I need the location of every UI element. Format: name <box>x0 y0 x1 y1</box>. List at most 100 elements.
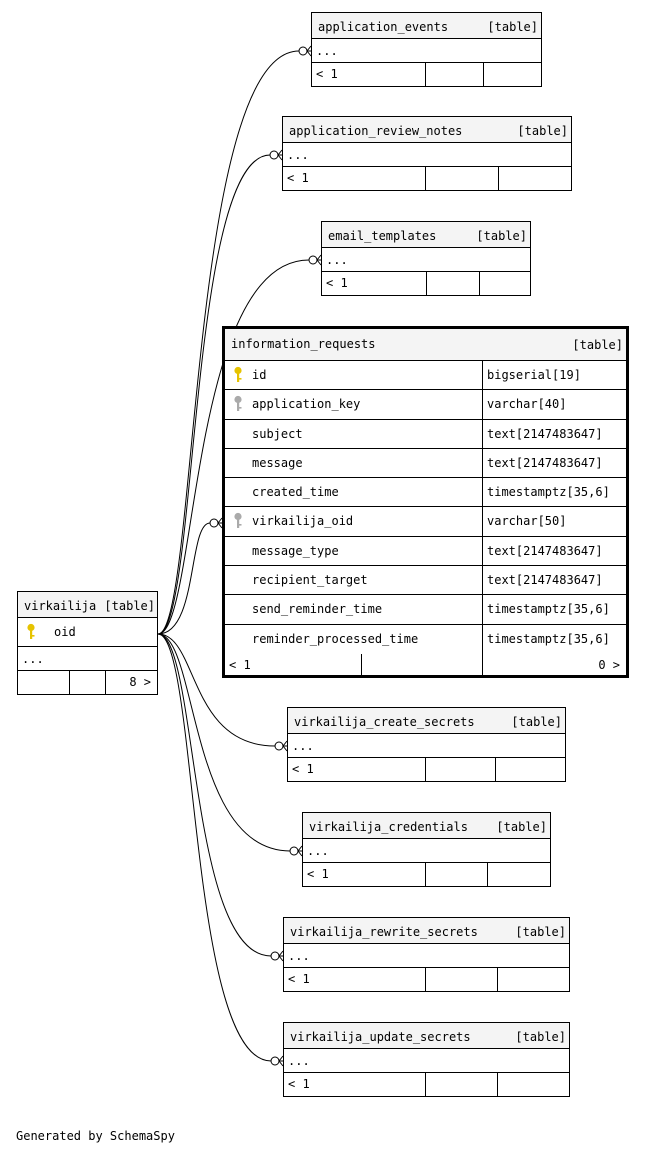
column-type: varchar[40] <box>487 397 567 412</box>
table-application-review-notes[interactable]: application_review_notes[table]...< 1 <box>282 116 572 191</box>
column-row-oid[interactable]: oid <box>18 618 157 647</box>
table-name: email_templates <box>328 229 437 243</box>
crowfoot-marker <box>306 45 312 57</box>
footer-cell <box>426 1073 498 1096</box>
parents-count[interactable]: < 1 <box>225 653 362 678</box>
column-name-cell: subject <box>225 419 483 448</box>
table-header: email_templates [table] <box>322 222 530 248</box>
footer-cell <box>426 63 484 86</box>
column-type: bigserial[19] <box>487 368 581 382</box>
table-header: virkailija_rewrite_secrets[table] <box>284 918 569 944</box>
edge-virkailija_rewrite_secrets <box>157 633 272 957</box>
zero-marker <box>274 741 284 751</box>
footer-cell <box>70 671 106 694</box>
table-email-templates[interactable]: email_templates [table]...< 1 <box>321 221 531 296</box>
table-header: virkailija_create_secrets[table] <box>288 708 565 734</box>
column-name-cell: message_type <box>225 536 483 566</box>
more-columns: ... <box>303 839 550 863</box>
column-type: timestamptz[35,6] <box>487 485 610 500</box>
zero-marker <box>270 1056 280 1066</box>
edge-virkailija_create_secrets <box>157 633 276 747</box>
table-virkailija[interactable]: virkailija[table] oid ... 8 > <box>17 591 158 695</box>
table-name: information_requests <box>231 337 376 351</box>
crowfoot-marker <box>217 517 223 529</box>
table-name: application_events <box>318 20 449 34</box>
footer-cell <box>426 758 496 781</box>
table-footer: < 1 <box>322 272 530 295</box>
column-row-reminder-processed-time[interactable]: reminder_processed_time timestamptz[35,6] <box>225 624 626 654</box>
table-application-events[interactable]: application_events[table]...< 1 <box>311 12 542 87</box>
more-columns: ... <box>312 39 541 63</box>
column-name-cell: reminder_processed_time <box>225 624 483 654</box>
column-name-cell: recipient_target <box>225 566 483 595</box>
generated-by-credit: Generated by SchemaSpy <box>16 1129 175 1143</box>
crowfoot-marker <box>316 254 322 266</box>
column-name: oid <box>54 625 76 639</box>
zero-marker <box>209 518 219 528</box>
column-type: varchar[50] <box>487 514 567 529</box>
edge-application_review_notes <box>157 154 271 635</box>
table-type-tag: [table] <box>476 229 527 243</box>
column-type: text[2147483647] <box>487 543 603 558</box>
column-name: reminder_processed_time <box>252 631 419 646</box>
footer-cell <box>498 968 569 991</box>
footer-cell <box>480 272 530 295</box>
parents-count[interactable]: < 1 <box>288 758 426 781</box>
parents-count[interactable]: < 1 <box>284 1073 426 1096</box>
parents-count[interactable]: < 1 <box>322 272 427 295</box>
table-virkailija-credentials[interactable]: virkailija_credentials [table]...< 1 <box>302 812 551 887</box>
column-row-subject[interactable]: subject text[2147483647] <box>225 419 626 449</box>
table-type-tag: [table] <box>515 925 566 939</box>
children-count[interactable]: 8 > <box>129 675 151 689</box>
parents-count[interactable]: < 1 <box>303 863 426 886</box>
more-columns: ... <box>322 248 530 272</box>
table-virkailija-rewrite-secrets[interactable]: virkailija_rewrite_secrets[table]...< 1 <box>283 917 570 992</box>
table-type-tag: [table] <box>104 599 155 613</box>
crowfoot-marker <box>297 845 303 857</box>
children-count[interactable]: 0 > <box>598 657 620 672</box>
column-row-message-type[interactable]: message_type text[2147483647] <box>225 536 626 567</box>
table-virkailija-update-secrets[interactable]: virkailija_update_secrets[table]...< 1 <box>283 1022 570 1097</box>
table-footer: < 1 <box>288 758 565 781</box>
zero-marker <box>289 846 299 856</box>
column-type: text[2147483647] <box>487 455 603 470</box>
foreign-key-icon <box>234 513 242 529</box>
footer-cell <box>18 671 70 694</box>
column-name: recipient_target <box>252 573 368 588</box>
column-type: timestamptz[35,6] <box>487 631 610 646</box>
zero-marker <box>270 951 280 961</box>
parents-count[interactable]: < 1 <box>283 167 426 190</box>
footer-cell <box>426 968 498 991</box>
table-footer: 8 > <box>18 671 157 694</box>
table-name: virkailija_credentials <box>309 820 468 834</box>
edge-email_templates <box>157 259 310 635</box>
table-type-tag: [table] <box>496 820 547 834</box>
table-footer: < 1 <box>284 1073 569 1096</box>
table-footer: < 1 <box>284 968 569 991</box>
table-name: application_review_notes <box>289 124 463 138</box>
table-footer: < 1 <box>283 167 571 190</box>
column-type: text[2147483647] <box>487 426 603 441</box>
table-type-tag: [table] <box>515 1030 566 1044</box>
table-virkailija-create-secrets[interactable]: virkailija_create_secrets[table]...< 1 <box>287 707 566 782</box>
zero-marker <box>298 46 308 56</box>
parents-count[interactable]: < 1 <box>284 968 426 991</box>
footer-cell <box>484 63 541 86</box>
table-header: application_review_notes[table] <box>283 117 571 143</box>
crowfoot-marker <box>278 950 284 962</box>
table-header: application_events[table] <box>312 13 541 39</box>
parents-count[interactable]: < 1 <box>312 63 426 86</box>
edge-information_requests <box>157 522 211 635</box>
footer-cell <box>499 167 571 190</box>
table-header: virkailija[table] <box>18 592 157 618</box>
